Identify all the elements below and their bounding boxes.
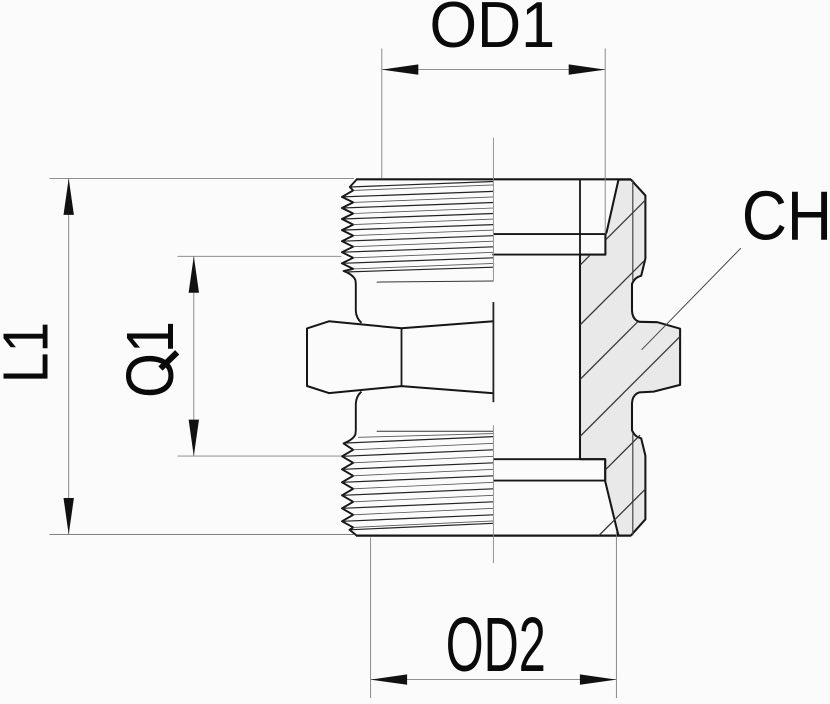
svg-text:O1: O1 [113, 321, 188, 398]
svg-text:OD2: OD2 [446, 601, 546, 687]
svg-text:OD1: OD1 [429, 0, 555, 61]
svg-text:L1: L1 [0, 322, 61, 383]
svg-text:CH: CH [742, 178, 830, 256]
